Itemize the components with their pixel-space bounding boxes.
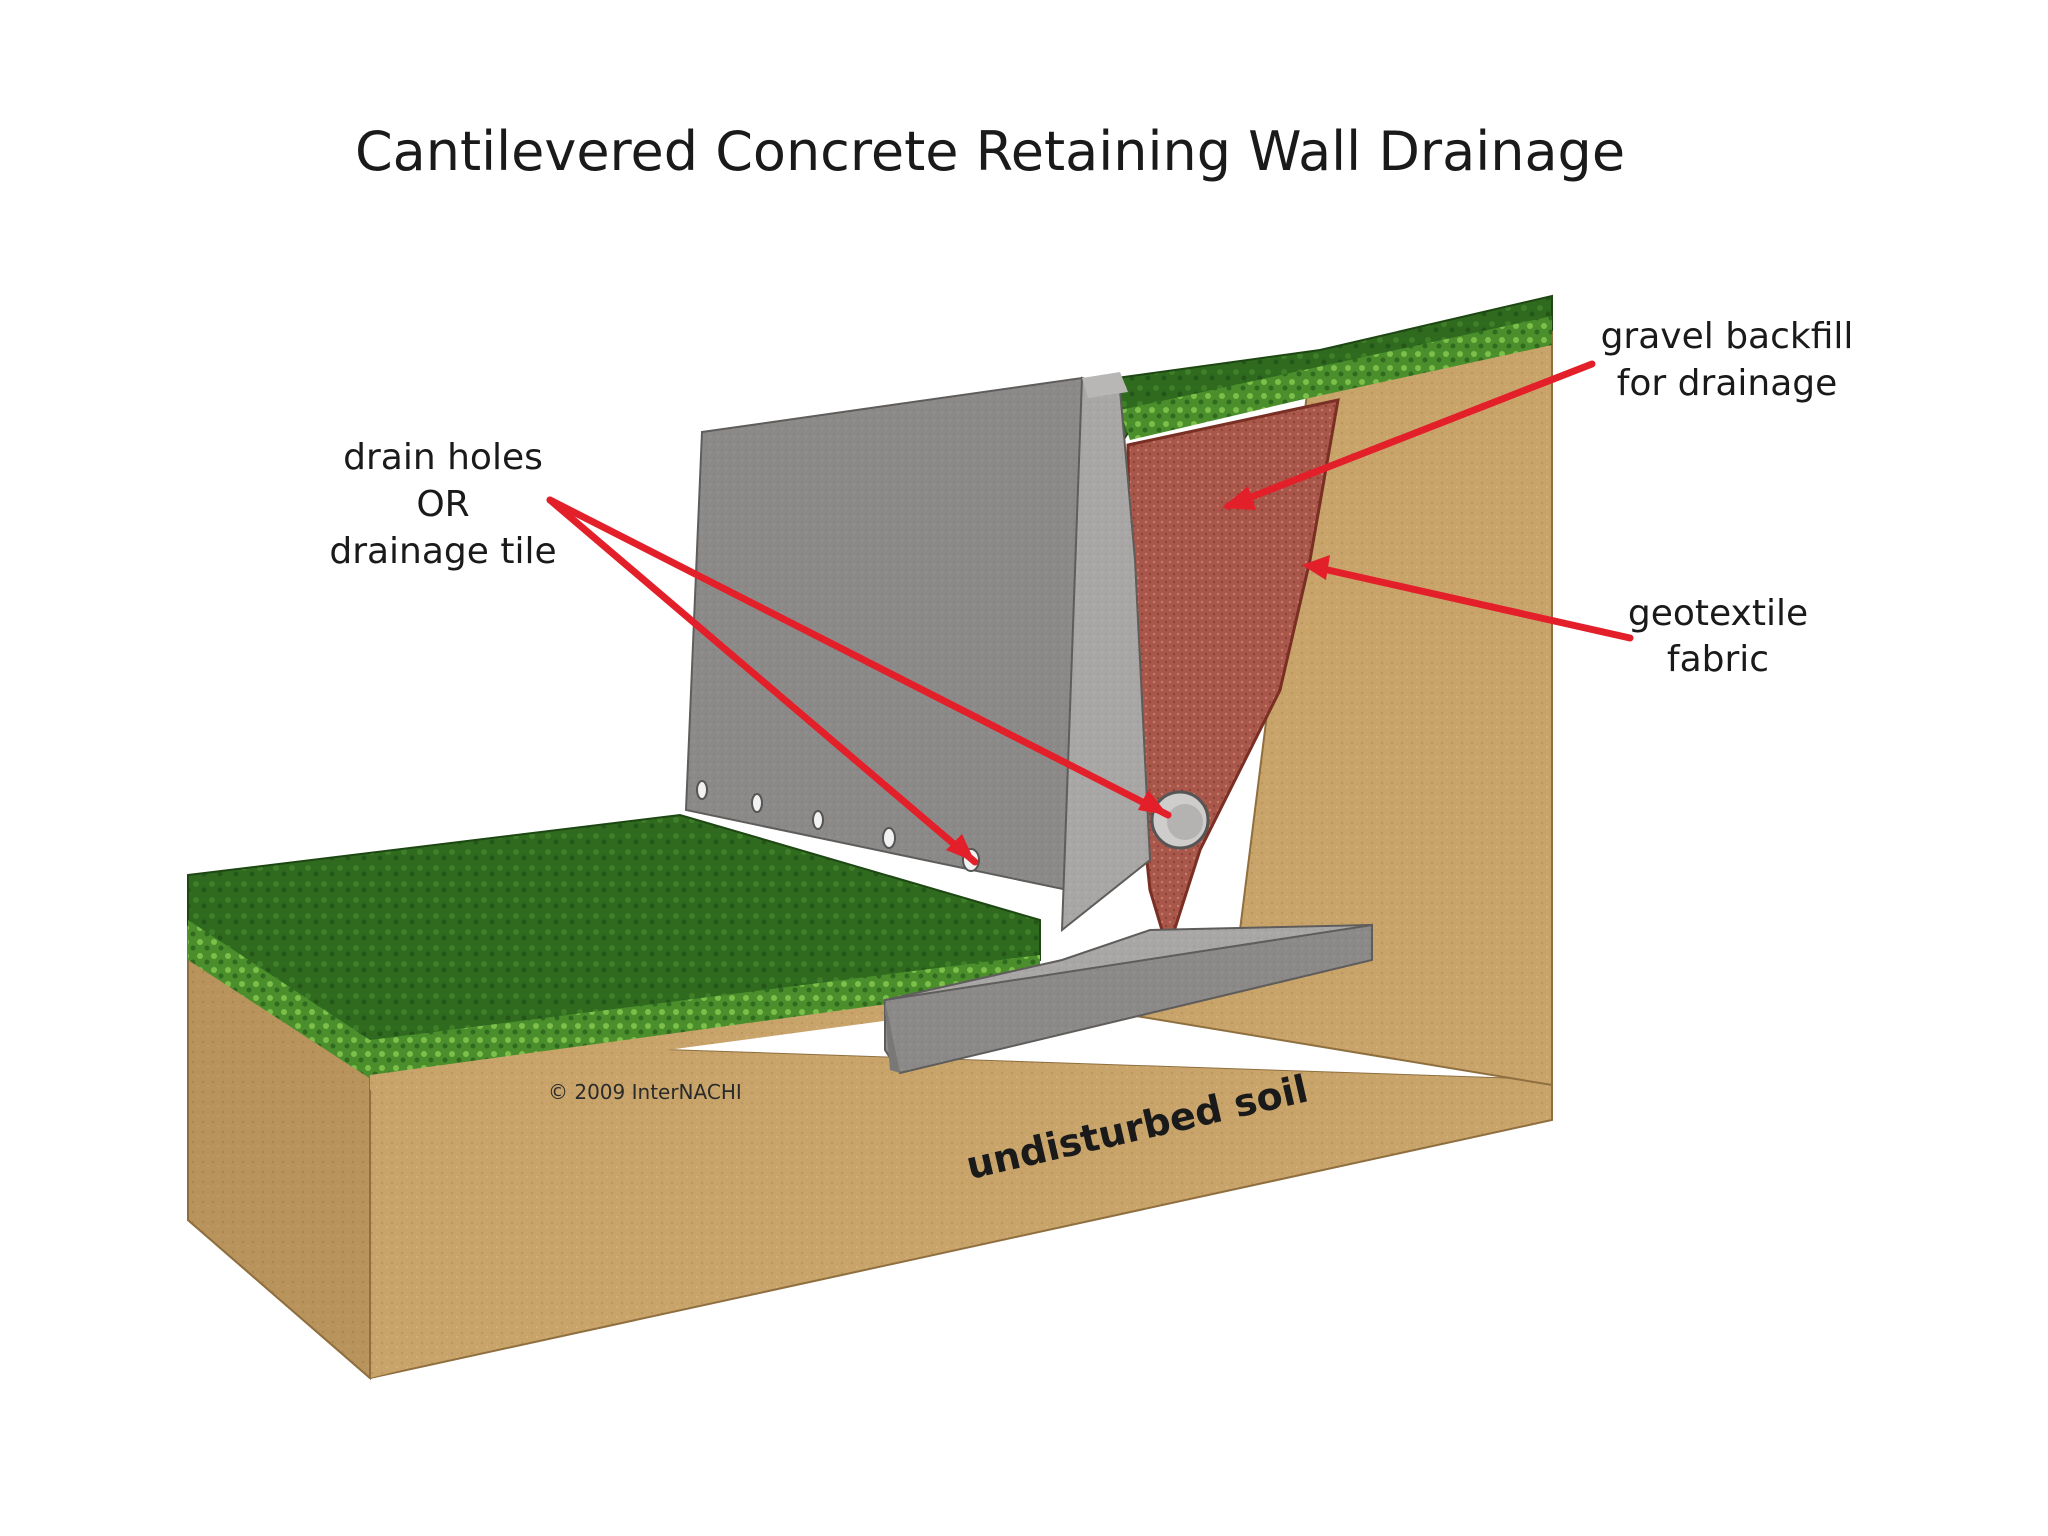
- soil-block: [187, 298, 1553, 1381]
- arrow-drainage-tile: [546, 496, 1172, 819]
- arrow-drain-holes: [546, 496, 979, 866]
- arrow-geotextile: [1306, 562, 1634, 642]
- arrow-gravel: [1224, 360, 1596, 510]
- callout-arrows: [546, 360, 1634, 866]
- label-drain-holes-line2: OR: [416, 484, 469, 525]
- copyright-credit: © 2009 InterNACHI: [548, 1080, 742, 1104]
- drain-hole: [812, 810, 824, 830]
- drain-hole: [696, 780, 708, 800]
- label-geotextile-line1: geotextile: [1628, 593, 1808, 634]
- label-drain-holes-line3: drainage tile: [329, 531, 556, 572]
- retaining-wall: [684, 372, 1374, 1075]
- drain-hole: [882, 827, 896, 849]
- drainage-tile: [1150, 790, 1210, 850]
- label-gravel-line1: gravel backfill: [1601, 316, 1854, 357]
- label-drain-holes-line1: drain holes: [343, 437, 543, 478]
- label-geotextile-line2: fabric: [1667, 639, 1769, 680]
- label-gravel-line2: for drainage: [1617, 363, 1838, 404]
- lower-grass-surface: [187, 813, 1041, 1090]
- diagram-title: Cantilevered Concrete Retaining Wall Dra…: [355, 120, 1625, 183]
- drain-hole: [751, 793, 763, 813]
